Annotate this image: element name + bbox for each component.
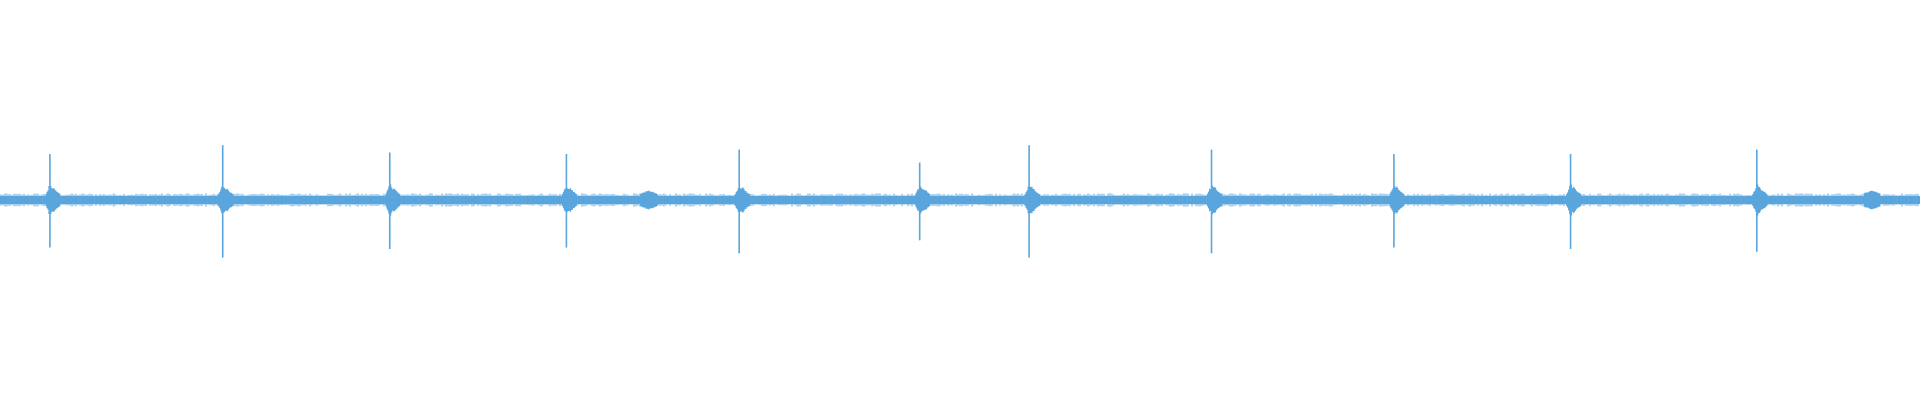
waveform-peak-1 [218,145,234,258]
waveform-peaks [45,145,1768,258]
waveform-peak-2 [385,152,401,249]
waveform-peak-6 [1024,145,1040,258]
waveform-noise [0,193,1919,207]
waveform-peak-7 [1207,149,1222,254]
waveform-peak-5 [915,162,931,241]
waveform-baseline [0,190,1920,210]
waveform-bump-1 [1863,190,1881,210]
waveform-peak-10 [1752,149,1768,252]
waveform-peak-0 [45,153,61,248]
waveform-peak-9 [1566,153,1582,249]
waveform-bump-0 [640,190,658,210]
waveform-peak-4 [734,149,750,254]
waveform-peak-8 [1389,153,1405,248]
waveform-peak-3 [561,153,577,248]
